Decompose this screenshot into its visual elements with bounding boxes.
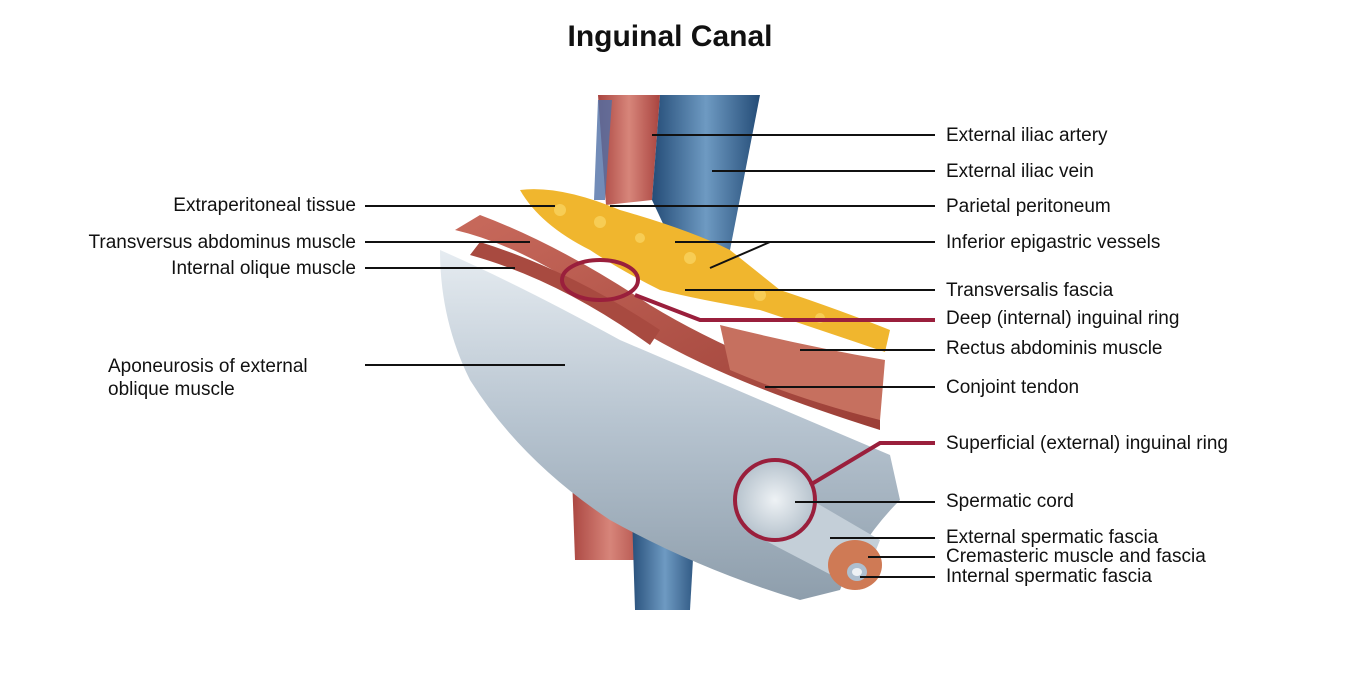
external-iliac-vessels-upper (594, 95, 760, 260)
label-internal-olique: Internal olique muscle (171, 258, 356, 279)
label-transversus-abdominus: Transversus abdominus muscle (88, 232, 356, 253)
deep-ring-highlight (560, 258, 640, 302)
label-parietal-peritoneum: Parietal peritoneum (946, 196, 1111, 217)
label-transversalis-fascia: Transversalis fascia (946, 280, 1114, 301)
label-spermatic-cord: Spermatic cord (946, 491, 1074, 512)
label-inferior-epigastric-vessels: Inferior epigastric vessels (946, 232, 1161, 253)
spermatic-cord-shape (737, 462, 882, 590)
label-internal-spermatic-fascia: Internal spermatic fascia (946, 566, 1152, 587)
label-aponeurosis: Aponeurosis of external oblique muscle (108, 356, 308, 400)
label-deep-inguinal-ring: Deep (internal) inguinal ring (946, 308, 1180, 329)
label-conjoint-tendon: Conjoint tendon (946, 377, 1080, 398)
ring-highlights (560, 258, 935, 542)
rectus-abdominis-shape (720, 325, 885, 420)
label-rectus-abdominis: Rectus abdominis muscle (946, 338, 1163, 359)
label-superficial-inguinal-ring: Superficial (external) inguinal ring (946, 433, 1228, 454)
label-cremasteric-muscle: Cremasteric muscle and fascia (946, 546, 1206, 567)
leader-lines (365, 134, 935, 578)
superficial-ring-leader (808, 441, 935, 487)
leader-inferior-epigastric-b (709, 241, 771, 269)
superficial-ring-highlight (733, 458, 817, 542)
abdominal-muscle-layers (455, 215, 885, 430)
label-external-iliac-vein: External iliac vein (946, 161, 1094, 182)
label-extraperitoneal-tissue: Extraperitoneal tissue (173, 195, 356, 216)
deep-ring-leader (634, 293, 935, 322)
label-external-iliac-artery: External iliac artery (946, 125, 1108, 146)
label-external-spermatic-fascia: External spermatic fascia (946, 527, 1159, 548)
diagram-title: Inguinal Canal (567, 20, 773, 53)
